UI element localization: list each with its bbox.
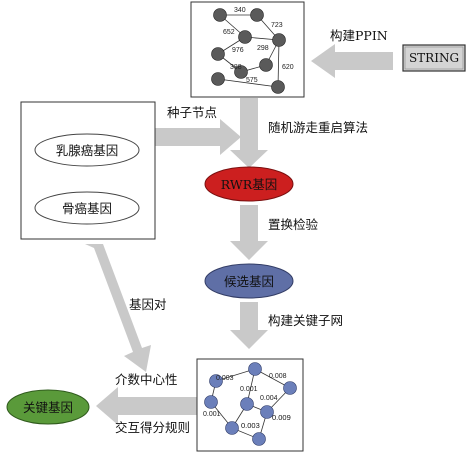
arrow-gene-pair [85, 244, 151, 372]
build-ppin-label: 构建PPIN [330, 28, 388, 43]
betweenness-centrality-label: 介数中心性 [115, 372, 178, 387]
rwr-algorithm-label: 随机游走重启算法 [268, 120, 368, 135]
bone-cancer-gene-oval [34, 191, 140, 225]
arrow-subnet-to-key-gene [96, 387, 197, 425]
key-gene-label: 关键基因 [23, 400, 73, 415]
candidate-gene-label: 候选基因 [224, 274, 274, 289]
permutation-test-label: 置换检验 [268, 217, 319, 232]
interaction-score-rule-label: 交互得分规则 [115, 420, 190, 435]
seed-genes-box: 乳腺癌基因 骨癌基因 [20, 101, 156, 240]
arrow-candidate-to-subnet [230, 302, 268, 349]
ppin-weight: 620 [282, 64, 294, 71]
rwr-gene-label: RWR基因 [221, 177, 277, 192]
ppin-weight: 388 [230, 64, 242, 71]
arrow-string-to-ppin [311, 44, 393, 78]
arrow-ppin-to-rwr [230, 98, 268, 168]
arrow-seed-to-main [154, 119, 241, 155]
ppin-weight: 976 [232, 47, 244, 54]
ppin-weight: 723 [271, 22, 283, 29]
string-label: STRING [409, 51, 459, 65]
subnet-weight: 0.008 [269, 373, 287, 380]
subnet-weight: 0.001 [203, 411, 221, 418]
ppin-network-box: 340 652 723 976 298 388 620 575 [190, 1, 305, 98]
ppin-weight: 340 [234, 7, 246, 14]
subnet-weight: 0.003 [241, 421, 260, 430]
string-source: STRING [402, 44, 466, 72]
seed-nodes-label: 种子节点 [167, 105, 217, 120]
candidate-gene-node: 候选基因 [204, 263, 294, 299]
rwr-gene-node: RWR基因 [204, 166, 294, 202]
arrow-rwr-to-candidate [230, 205, 268, 260]
subnet-weight: 0.001 [240, 386, 258, 393]
breast-cancer-gene-label: 乳腺癌基因 [56, 143, 119, 158]
subnet-weight: 0.009 [272, 413, 291, 422]
key-subnetwork-box: 0.003 0.001 0.008 0.001 0.004 0.003 0.00… [196, 358, 304, 452]
ppin-weight: 575 [246, 77, 258, 84]
ppin-weight: 298 [257, 45, 269, 52]
subnet-nodes [204, 362, 297, 446]
ppin-nodes [211, 8, 286, 94]
subnet-weight: 0.003 [216, 375, 234, 382]
gene-pair-label: 基因对 [129, 297, 167, 312]
ppin-weight: 652 [223, 29, 235, 36]
bone-cancer-gene-label: 骨癌基因 [62, 201, 112, 216]
build-key-subnetwork-label: 构建关键子网 [268, 313, 343, 328]
breast-cancer-gene-oval [34, 133, 140, 167]
key-gene-node: 关键基因 [6, 389, 90, 425]
subnet-weight: 0.004 [260, 395, 278, 402]
